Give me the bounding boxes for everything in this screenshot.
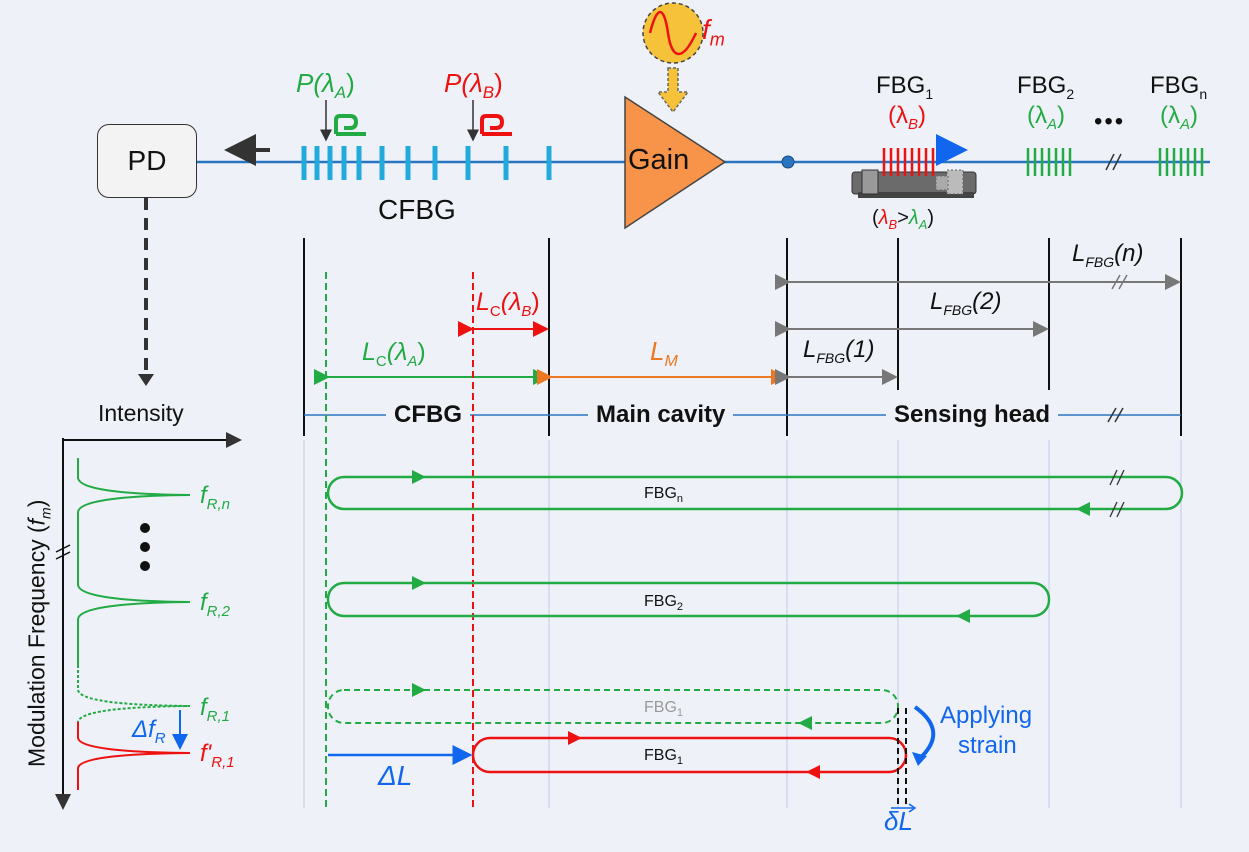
loop-fbg1-strained-label: FBG1 <box>644 747 684 768</box>
delta-fr-label: ΔfR <box>132 716 166 747</box>
freq-fr1: fR,1 <box>200 694 231 725</box>
freq-frn: fR,n <box>200 482 231 513</box>
strain-arrow <box>913 705 936 762</box>
modulator-icon <box>642 2 704 64</box>
gain-triangle <box>624 95 727 230</box>
strain-label: strain <box>958 732 1017 759</box>
fbgn-wavelength: (λA) <box>1160 102 1199 133</box>
wavelength-relation: (λB>λA) <box>872 207 935 232</box>
intensity-label: Intensity <box>98 400 184 426</box>
fbg1-label: FBG1 <box>876 72 934 102</box>
cfbg-grating <box>301 146 552 180</box>
loop-fbg1-original <box>327 689 899 724</box>
spectrum-red <box>77 722 191 790</box>
delta-l-label: ΔL <box>378 760 413 791</box>
cfbg-label: CFBG <box>378 194 456 225</box>
section-sensing-head: Sensing head <box>886 403 1059 427</box>
p-lambda-b-label: P(λB) <box>444 68 503 103</box>
lfbg2-label: LFBG(2) <box>930 288 1002 318</box>
lc-b-label: LC(λB) <box>476 288 540 320</box>
loop-fbg2 <box>326 581 1051 618</box>
fm-label: fm <box>702 14 725 50</box>
fbg1-wavelength: (λB) <box>888 102 927 133</box>
section-boundaries <box>303 238 1182 436</box>
photodetector: PD <box>97 124 197 198</box>
fbg2-grating <box>1026 148 1072 176</box>
fbgn-grating <box>1158 148 1204 176</box>
gain-label: Gain <box>628 144 690 176</box>
lfbg1-label: LFBG(1) <box>803 336 875 366</box>
freq-fr2: fR,2 <box>200 589 231 620</box>
ellipsis: ••• <box>1094 108 1126 135</box>
lm-label: LM <box>650 336 678 371</box>
lfbgn-label: LFBG(n) <box>1072 240 1144 270</box>
fbgn-label: FBGn <box>1150 72 1208 102</box>
lc-a-label: LC(λA) <box>362 338 426 370</box>
fbg1-grating <box>882 148 935 176</box>
pd-label: PD <box>127 145 167 176</box>
sine-wave-icon <box>648 11 698 55</box>
splice-dot <box>781 155 795 169</box>
p-lambda-a-label: P(λA) <box>296 68 355 103</box>
fbg2-wavelength: (λA) <box>1027 102 1066 133</box>
spectrum-green <box>77 458 191 665</box>
loop-fbg1-original-label: FBG1 <box>644 699 684 720</box>
applying-label: Applying <box>940 702 1033 729</box>
freq-fr1-prime: f'R,1 <box>200 740 235 771</box>
loop-fbgn <box>326 475 1184 511</box>
spectrum-dotted <box>77 665 191 723</box>
loop-fbg2-label: FBG2 <box>644 593 684 614</box>
modulation-frequency-label: Modulation Frequency (fm) <box>23 499 54 767</box>
section-cfbg: CFBG <box>386 403 470 427</box>
loop-fbgn-label: FBGn <box>644 485 684 506</box>
loop-fbg1-strained <box>471 736 908 774</box>
guide-lines <box>303 440 1182 808</box>
fbg2-label: FBG2 <box>1017 72 1075 102</box>
small-delta-l-label: δL <box>884 806 913 836</box>
section-main-cavity: Main cavity <box>588 403 734 427</box>
